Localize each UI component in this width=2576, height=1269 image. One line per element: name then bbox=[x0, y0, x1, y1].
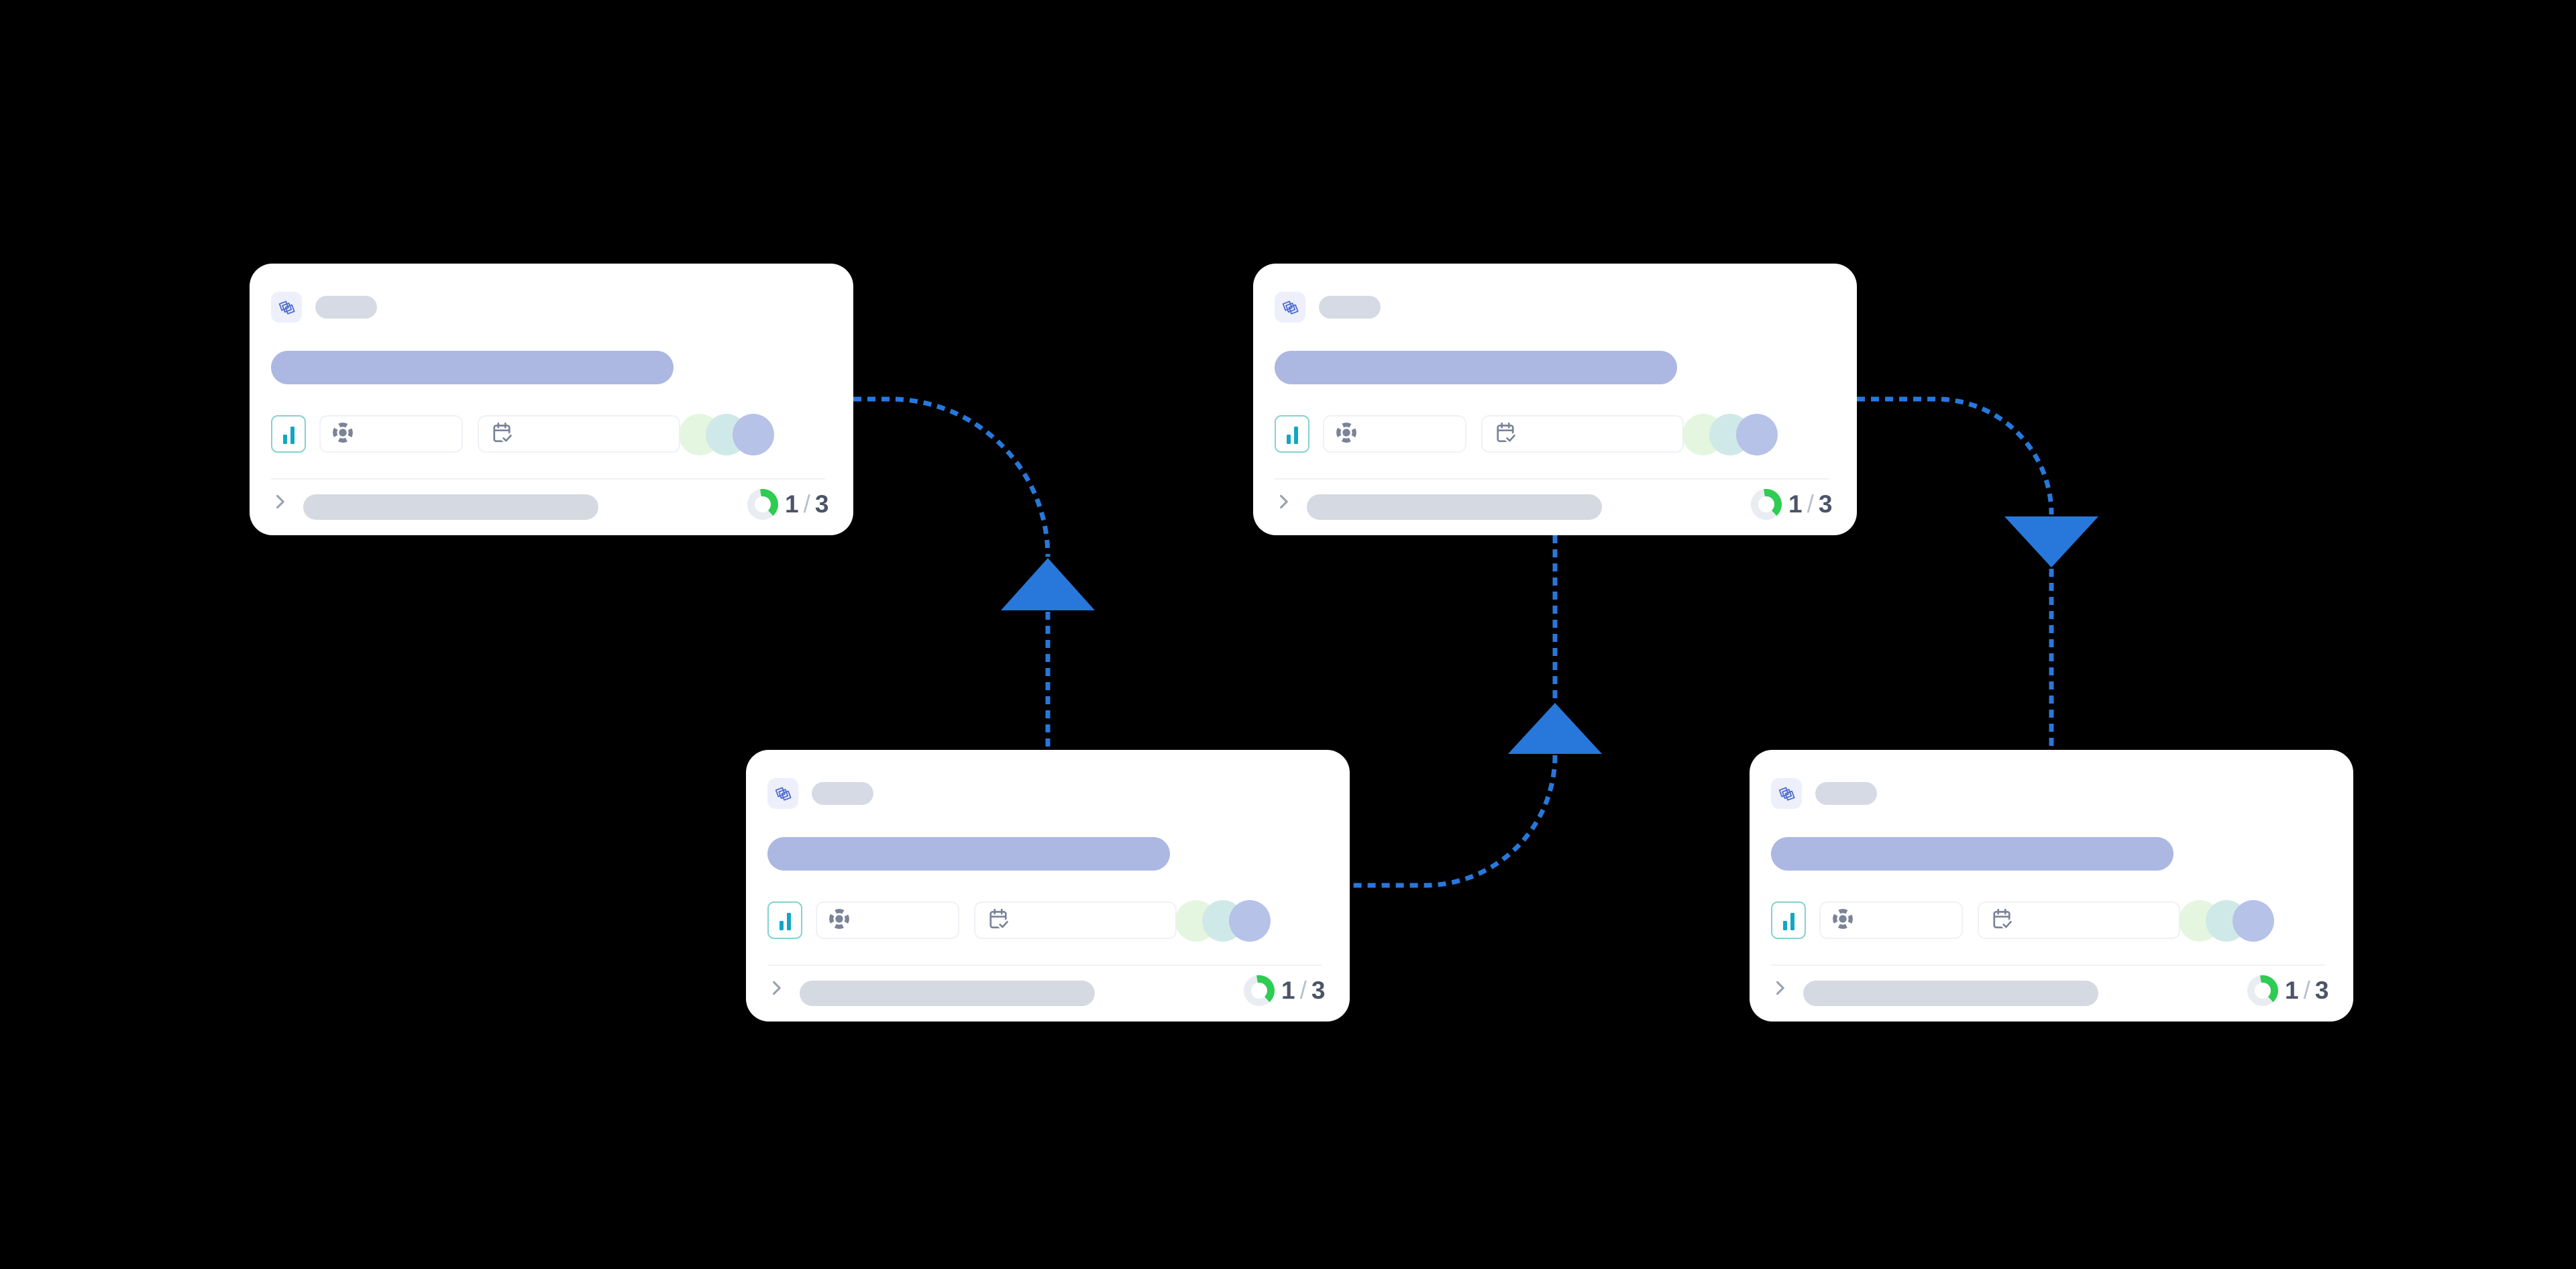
card-title-skeleton bbox=[767, 837, 1170, 871]
progress-total: 3 bbox=[814, 490, 829, 518]
workflow-card[interactable]: 1 / 3 bbox=[1253, 264, 1857, 535]
bar-chart-bar bbox=[282, 435, 287, 444]
progress-ring bbox=[1751, 489, 1782, 520]
progress-separator: / bbox=[2303, 977, 2310, 1004]
bar-chart-bar bbox=[786, 913, 791, 930]
bar-chart-icon[interactable] bbox=[767, 901, 802, 939]
progress-count: 1 / 3 bbox=[785, 489, 828, 520]
arrow-up-icon bbox=[1508, 703, 1602, 754]
chevron-right-icon[interactable] bbox=[1770, 978, 1790, 998]
progress-ring bbox=[1244, 975, 1275, 1006]
connector-card3-to-card2 bbox=[1350, 535, 1602, 888]
avatar bbox=[1709, 414, 1751, 455]
progress-count: 1 / 3 bbox=[2285, 975, 2328, 1006]
progress-count: 1 / 3 bbox=[1281, 975, 1325, 1006]
connector-curve bbox=[1350, 755, 1558, 888]
layers-icon bbox=[767, 778, 798, 809]
bar-chart-bar bbox=[1782, 921, 1787, 930]
bar-chart-bar bbox=[1293, 427, 1298, 444]
card-label-skeleton bbox=[1319, 296, 1381, 319]
avatar bbox=[733, 414, 774, 455]
chevron-right-icon[interactable] bbox=[270, 492, 290, 512]
calendar-check-icon bbox=[986, 907, 1010, 934]
progress-total: 3 bbox=[2314, 977, 2329, 1004]
workflow-card[interactable]: 1 / 3 bbox=[1750, 750, 2353, 1022]
avatar bbox=[1202, 900, 1244, 942]
connector-card3-to-card1 bbox=[853, 396, 1095, 750]
progress-separator: / bbox=[1299, 977, 1307, 1004]
layers-icon bbox=[1771, 778, 1802, 809]
avatar bbox=[1175, 900, 1217, 942]
tracker-chip[interactable] bbox=[1819, 901, 1963, 939]
footer-skeleton bbox=[800, 981, 1095, 1006]
connector-card2-to-card4 bbox=[1857, 396, 2098, 750]
divider bbox=[1771, 964, 2325, 966]
progress-current: 1 bbox=[1788, 490, 1803, 518]
progress-separator: / bbox=[803, 490, 810, 518]
card-label-skeleton bbox=[315, 296, 377, 319]
avatar bbox=[679, 414, 720, 455]
avatar bbox=[2179, 900, 2220, 942]
progress-current: 1 bbox=[2285, 977, 2299, 1004]
workflow-card[interactable]: 1 / 3 bbox=[250, 264, 853, 535]
connector-curve bbox=[853, 396, 1051, 557]
avatar bbox=[1682, 414, 1724, 455]
life-buoy-icon bbox=[1831, 907, 1854, 934]
avatar bbox=[1229, 900, 1271, 942]
due-date-chip[interactable] bbox=[1978, 901, 2180, 939]
divider bbox=[767, 964, 1322, 966]
bar-chart-bar bbox=[290, 427, 294, 444]
tracker-chip[interactable] bbox=[816, 901, 959, 939]
bar-chart-bar bbox=[779, 921, 784, 930]
card-title-skeleton bbox=[271, 351, 674, 384]
progress-total: 3 bbox=[1311, 977, 1326, 1004]
progress-count: 1 / 3 bbox=[1788, 489, 1832, 520]
bar-chart-bar bbox=[1790, 913, 1794, 930]
life-buoy-icon bbox=[1335, 421, 1358, 447]
progress-ring bbox=[747, 489, 778, 520]
bar-chart-icon[interactable] bbox=[1275, 415, 1309, 453]
arrow-down-icon bbox=[2004, 516, 2098, 567]
layers-icon bbox=[271, 292, 302, 323]
progress-current: 1 bbox=[1281, 977, 1295, 1004]
bar-chart-icon[interactable] bbox=[271, 415, 306, 453]
tracker-chip[interactable] bbox=[319, 415, 463, 453]
calendar-check-icon bbox=[1990, 907, 2014, 934]
footer-skeleton bbox=[303, 494, 598, 520]
divider bbox=[1275, 478, 1829, 480]
progress-separator: / bbox=[1807, 490, 1814, 518]
footer-skeleton bbox=[1307, 494, 1602, 520]
avatar bbox=[706, 414, 747, 455]
footer-skeleton bbox=[1803, 981, 2098, 1006]
card-label-skeleton bbox=[812, 782, 873, 805]
due-date-chip[interactable] bbox=[478, 415, 680, 453]
due-date-chip[interactable] bbox=[974, 901, 1177, 939]
progress-current: 1 bbox=[785, 490, 799, 518]
card-label-skeleton bbox=[1815, 782, 1877, 805]
tracker-chip[interactable] bbox=[1323, 415, 1466, 453]
bar-chart-bar bbox=[1286, 435, 1291, 444]
chevron-right-icon[interactable] bbox=[766, 978, 786, 998]
progress-total: 3 bbox=[1818, 490, 1833, 518]
life-buoy-icon bbox=[331, 421, 354, 447]
connector-curve bbox=[1857, 396, 2054, 515]
avatar bbox=[1736, 414, 1778, 455]
avatar bbox=[2233, 900, 2274, 942]
layers-icon bbox=[1275, 292, 1305, 323]
card-title-skeleton bbox=[1771, 837, 2174, 871]
calendar-check-icon bbox=[1493, 421, 1517, 448]
card-title-skeleton bbox=[1275, 351, 1677, 384]
chevron-right-icon[interactable] bbox=[1273, 492, 1293, 512]
workflow-card[interactable]: 1 / 3 bbox=[746, 750, 1350, 1022]
due-date-chip[interactable] bbox=[1481, 415, 1684, 453]
divider bbox=[271, 478, 825, 480]
avatar bbox=[2206, 900, 2247, 942]
bar-chart-icon[interactable] bbox=[1771, 901, 1806, 939]
life-buoy-icon bbox=[828, 907, 851, 934]
arrow-up-icon bbox=[1001, 558, 1095, 610]
calendar-check-icon bbox=[490, 421, 514, 448]
progress-ring bbox=[2247, 975, 2278, 1006]
